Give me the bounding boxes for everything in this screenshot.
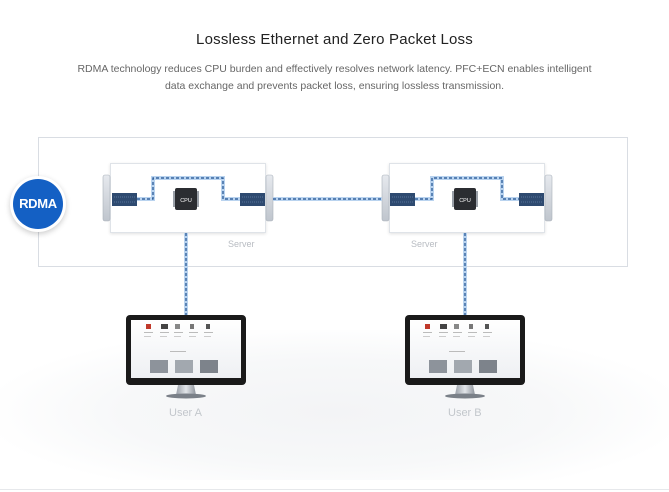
server-left-internals: CPU [102,174,274,222]
rdma-badge-label: RDMA [13,179,63,229]
rdma-badge: RDMA [10,176,66,232]
cpu-chip-left: CPU [173,188,199,210]
user-b-label: User B [448,407,482,419]
server-label-left: Server [228,239,255,249]
cpu-label-left: CPU [180,198,192,204]
server-right-internals: CPU [381,174,553,222]
cpu-label-right: CPU [459,198,471,204]
floor-reflection [0,330,669,480]
divider [0,489,669,490]
server-label-right: Server [411,239,438,249]
monitor-user-a [126,315,246,399]
cpu-chip-right: CPU [452,188,478,210]
monitor-user-b [405,315,525,399]
page-title: Lossless Ethernet and Zero Packet Loss [196,31,473,48]
user-a-label: User A [169,407,203,419]
page-subtitle: RDMA technology reduces CPU burden and e… [77,63,592,92]
